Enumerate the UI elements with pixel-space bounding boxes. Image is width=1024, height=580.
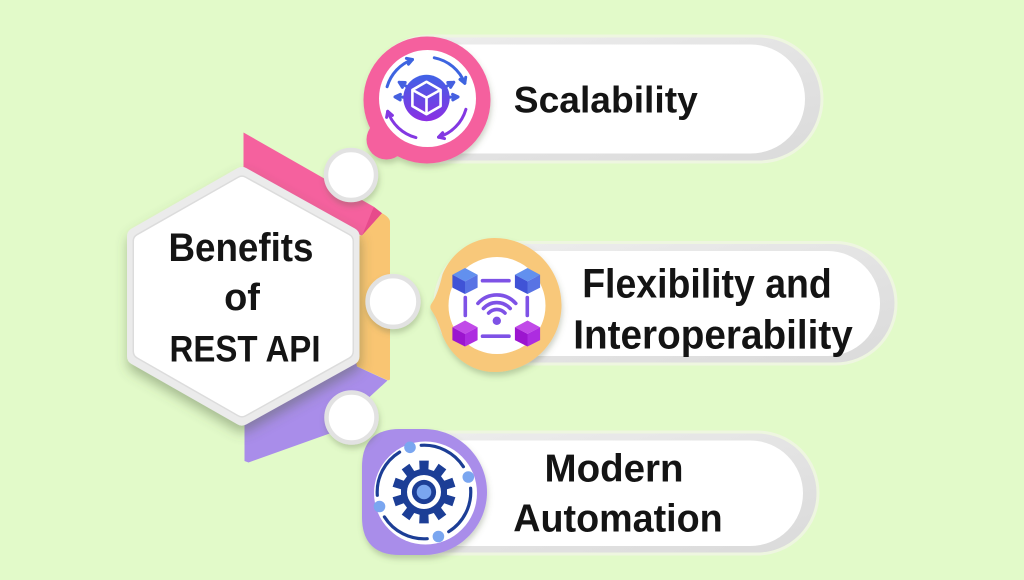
svg-text:Flexibility and: Flexibility and — [582, 261, 832, 307]
svg-text:Benefits: Benefits — [169, 226, 314, 270]
svg-text:of: of — [224, 277, 260, 319]
svg-text:Modern: Modern — [545, 448, 684, 491]
svg-text:Interoperability: Interoperability — [573, 312, 853, 358]
svg-text:Automation: Automation — [513, 498, 722, 541]
svg-text:REST API: REST API — [170, 327, 321, 369]
svg-text:Scalability: Scalability — [514, 79, 698, 121]
